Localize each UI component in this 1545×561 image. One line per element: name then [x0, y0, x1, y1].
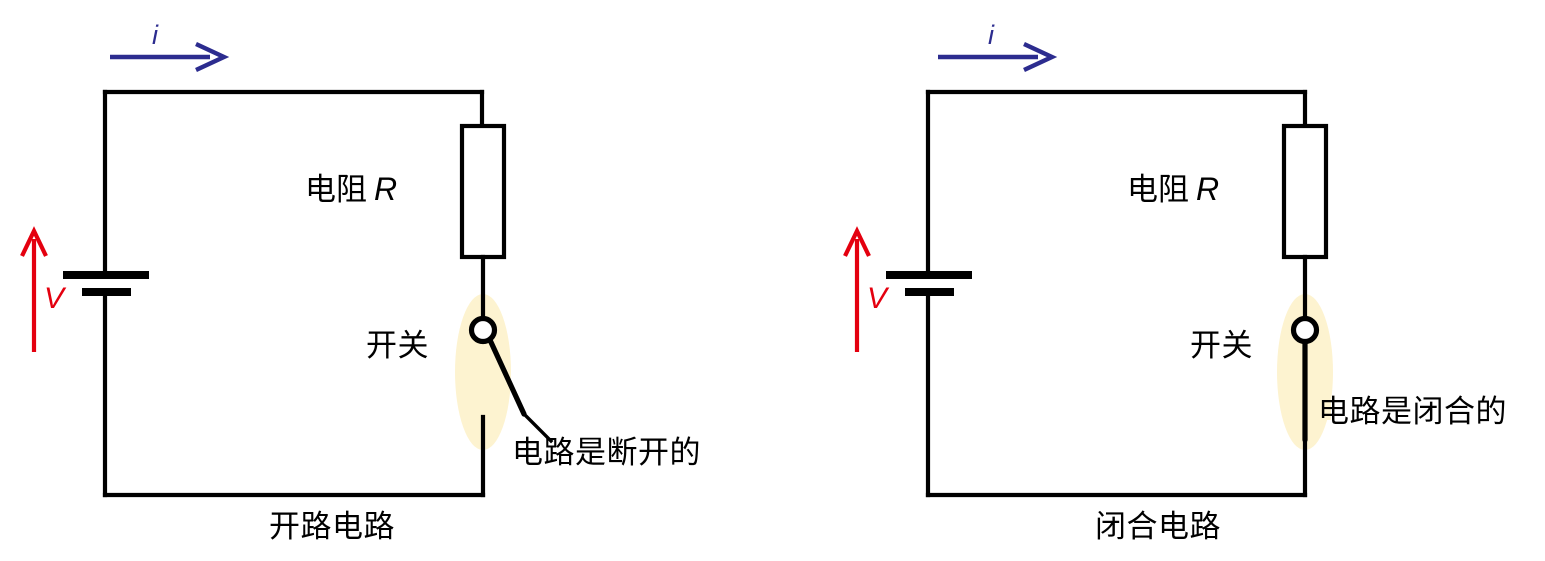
- voltage-arrow-open: [20, 226, 48, 352]
- resistor-label-text-open: 电阻: [305, 172, 367, 207]
- switch-highlight-open: [455, 294, 511, 450]
- caption-open: 开路电路: [269, 509, 395, 544]
- caption-closed: 闭合电路: [1095, 509, 1221, 544]
- current-label-open: i: [152, 20, 158, 50]
- current-arrow-closed: [938, 42, 1058, 72]
- switch-lever-open: [487, 337, 527, 417]
- resistor-symbol-closed: R: [1196, 171, 1220, 207]
- note-leader-open: [521, 411, 554, 444]
- voltage-label-closed: V: [867, 282, 888, 315]
- switch-label-closed: 开关: [1190, 328, 1253, 363]
- switch-label-open: 开关: [366, 328, 429, 363]
- closed-circuit-group: [843, 42, 1333, 498]
- switch-pivot-closed: [1290, 315, 1320, 345]
- current-arrow-open: [110, 42, 230, 72]
- resistor-label-text-closed: 电阻: [1127, 172, 1189, 207]
- switch-highlight-closed-tail: [1305, 368, 1331, 420]
- open-circuit-group: [20, 42, 554, 498]
- switch-state-note-open: 电路是断开的: [512, 435, 701, 470]
- voltage-label-open: V: [44, 282, 65, 315]
- resistor-closed: [1281, 123, 1329, 260]
- switch-state-note-closed: 电路是闭合的: [1318, 394, 1507, 429]
- resistor-open: [459, 123, 507, 260]
- current-label-closed: i: [988, 20, 994, 50]
- resistor-symbol-open: R: [374, 171, 398, 207]
- voltage-arrow-closed: [843, 226, 871, 352]
- switch-pivot-open: [468, 315, 498, 345]
